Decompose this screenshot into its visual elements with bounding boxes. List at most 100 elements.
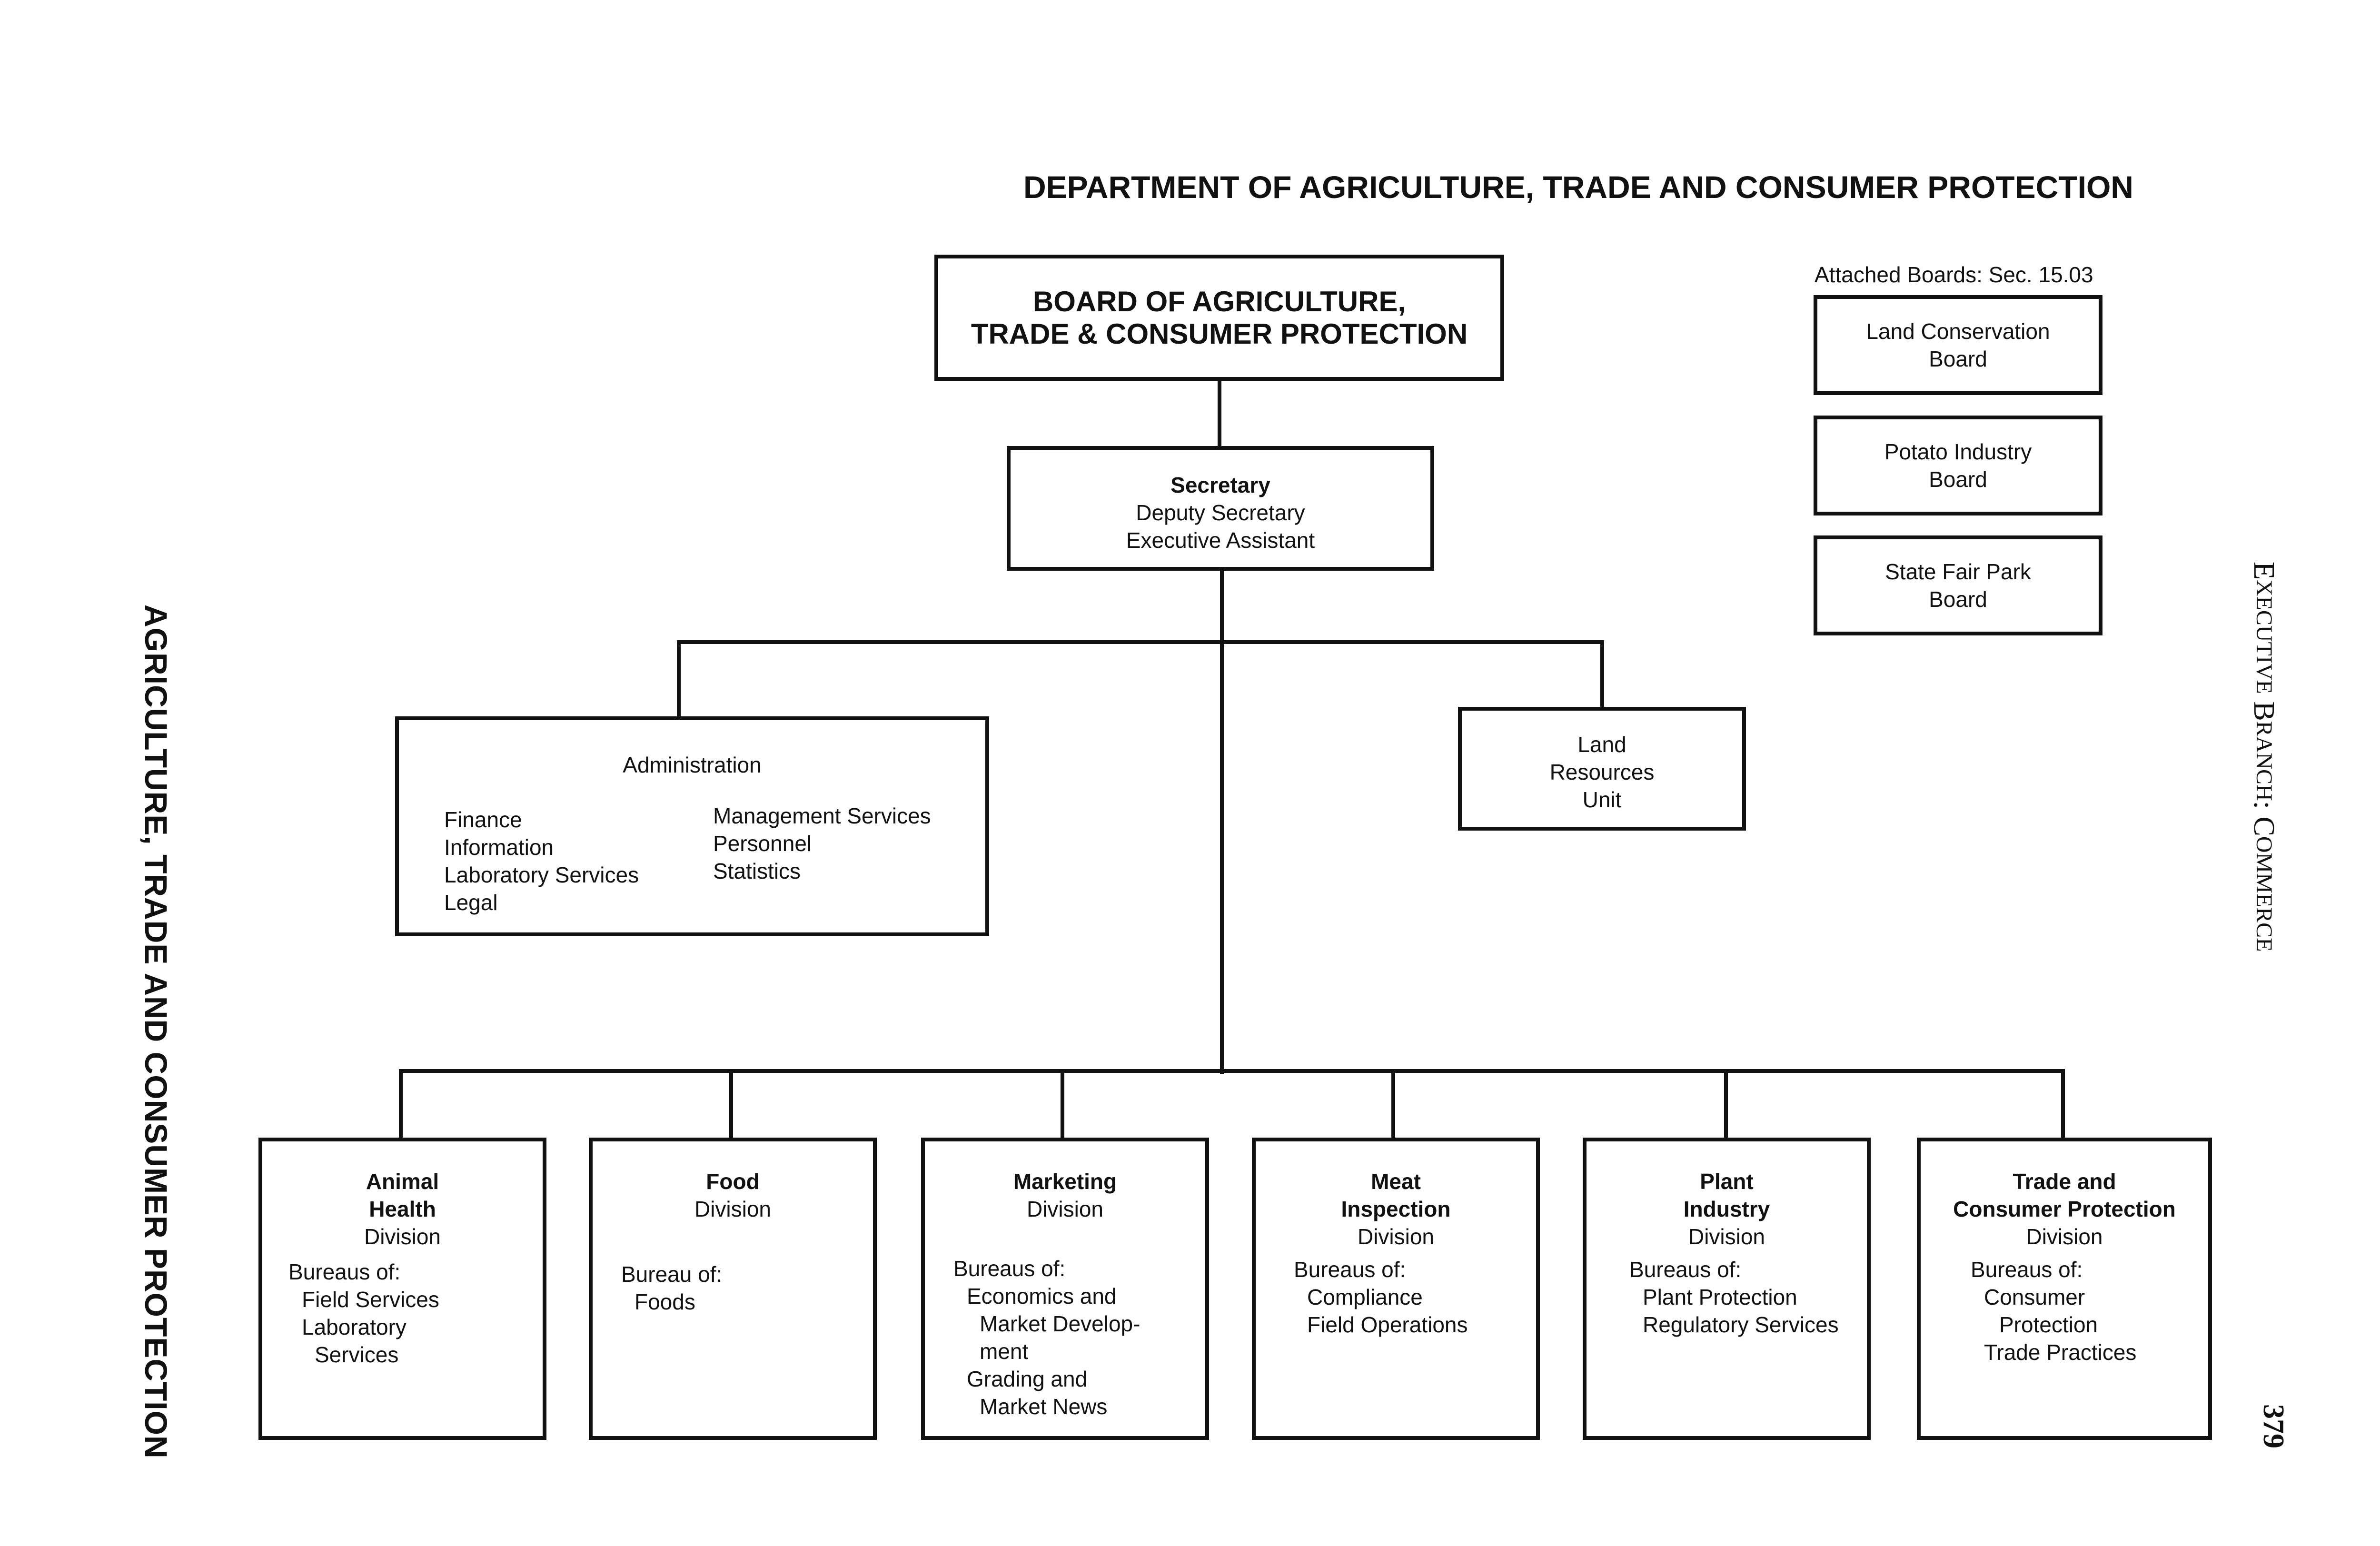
administration-title: Administration	[623, 753, 762, 777]
header-part: B	[2248, 694, 2280, 721]
division-heading: Meat Inspection Division	[1256, 1168, 1536, 1250]
page-number: 379	[2257, 1404, 2290, 1448]
bureau-item: Economics and	[967, 1284, 1117, 1308]
division-heading: Animal Health Division	[262, 1168, 543, 1250]
admin-unit: Laboratory Services	[444, 862, 639, 887]
left-running-header: AGRICULTURE, TRADE AND CONSUMER PROTECTI…	[139, 605, 174, 1459]
division-bureaus: Bureaus of: Economics and Market Develop…	[953, 1255, 1140, 1420]
division-heading: Trade and Consumer Protection Division	[1921, 1168, 2208, 1250]
bureau-item: Protection	[1999, 1312, 2098, 1337]
bureau-item: Field Operations	[1307, 1312, 1468, 1337]
bureau-item: Compliance	[1307, 1285, 1423, 1309]
connector-trunk	[1220, 570, 1224, 1074]
administration-box: Administration Finance Information Labor…	[395, 716, 989, 936]
bureaus-label: Bureau of:	[621, 1262, 723, 1287]
division-plant-industry: Plant Industry Division Bureaus of: Plan…	[1583, 1138, 1871, 1440]
division-label: Division	[2026, 1224, 2103, 1249]
division-label: Division	[694, 1197, 772, 1221]
connector-div-1	[399, 1069, 403, 1140]
division-bureaus: Bureaus of: Plant Protection Regulatory …	[1629, 1256, 1839, 1338]
header-part: XECUTIVE	[2251, 579, 2277, 694]
administration-column-1: Finance Information Laboratory Services …	[444, 806, 639, 916]
bureau-item: Consumer	[1984, 1285, 2085, 1309]
admin-unit: Personnel	[713, 831, 812, 856]
board-line-2: TRADE & CONSUMER PROTECTION	[971, 317, 1468, 350]
connector-div-3	[1061, 1069, 1064, 1140]
admin-unit: Information	[444, 835, 554, 860]
administration-column-2: Management Services Personnel Statistics	[713, 802, 931, 885]
admin-unit: Management Services	[713, 803, 931, 828]
division-name: Health	[369, 1197, 436, 1221]
attached-board-land-conservation: Land Conservation Board	[1814, 295, 2102, 395]
division-meat-inspection: Meat Inspection Division Bureaus of: Com…	[1252, 1138, 1540, 1440]
connector-upper-horizontal	[677, 640, 1604, 644]
division-label: Division	[1688, 1224, 1765, 1249]
division-name: Marketing	[1013, 1169, 1117, 1194]
attached-boards-label: Attached Boards: Sec. 15.03	[1815, 262, 2093, 287]
admin-unit: Legal	[444, 890, 498, 915]
secretary-title: Secretary	[1170, 473, 1270, 497]
division-name: Food	[706, 1169, 760, 1194]
connector-div-4	[1391, 1069, 1395, 1140]
division-marketing: Marketing Division Bureaus of: Economics…	[921, 1138, 1209, 1440]
division-heading: Food Division	[593, 1168, 873, 1223]
bureau-item: Foods	[635, 1289, 695, 1314]
header-part: E	[2248, 562, 2280, 580]
bureaus-label: Bureaus of:	[288, 1259, 401, 1284]
connector-div-2	[729, 1069, 733, 1140]
header-part: OMMERCE	[2251, 836, 2277, 952]
bureaus-label: Bureaus of:	[1629, 1257, 1742, 1282]
division-animal-health: Animal Health Division Bureaus of: Field…	[258, 1138, 546, 1440]
attached-board-line-2: Board	[1929, 587, 1987, 612]
right-running-header: EXECUTIVE BRANCH: COMMERCE	[2247, 562, 2281, 952]
division-name: Animal	[366, 1169, 439, 1194]
land-resources-line-1: Land	[1577, 732, 1626, 757]
land-resources-box: Land Resources Unit	[1458, 707, 1746, 831]
division-bureaus: Bureaus of: Consumer Protection Trade Pr…	[1971, 1256, 2136, 1366]
connector-div-6	[2061, 1069, 2065, 1140]
bureau-item: Grading and	[967, 1367, 1088, 1391]
attached-board-line-1: State Fair Park	[1885, 559, 2031, 584]
connector-lower-horizontal	[399, 1069, 2065, 1073]
bureau-item: Field Services	[302, 1287, 439, 1312]
division-bureaus: Bureaus of: Compliance Field Operations	[1294, 1256, 1468, 1338]
bureaus-label: Bureaus of:	[1971, 1257, 2083, 1282]
division-name: Inspection	[1341, 1197, 1451, 1221]
bureaus-label: Bureaus of:	[1294, 1257, 1406, 1282]
admin-unit: Finance	[444, 807, 522, 832]
bureau-item: Trade Practices	[1984, 1340, 2137, 1365]
bureau-item: Market Develop-	[980, 1311, 1140, 1336]
attached-board-line-2: Board	[1929, 467, 1987, 492]
division-trade-consumer-protection: Trade and Consumer Protection Division B…	[1917, 1138, 2212, 1440]
bureau-item: Market News	[980, 1394, 1108, 1419]
division-label: Division	[364, 1224, 441, 1249]
division-food: Food Division Bureau of: Foods	[589, 1138, 877, 1440]
secretary-line-2: Deputy Secretary	[1136, 500, 1305, 525]
division-name: Meat	[1371, 1169, 1421, 1194]
connector-to-land-resources	[1600, 640, 1604, 708]
division-label: Division	[1026, 1197, 1104, 1221]
board-line-1: BOARD OF AGRICULTURE,	[1032, 285, 1406, 317]
attached-board-potato-industry: Potato Industry Board	[1814, 416, 2102, 515]
secretary-line-3: Executive Assistant	[1126, 528, 1315, 553]
bureau-item: Regulatory Services	[1643, 1312, 1839, 1337]
connector-to-admin	[677, 640, 681, 717]
division-heading: Plant Industry Division	[1587, 1168, 1867, 1250]
attached-board-line-1: Potato Industry	[1884, 439, 2032, 464]
header-part: RANCH	[2251, 721, 2277, 801]
bureau-item: Laboratory	[302, 1315, 407, 1339]
bureaus-label: Bureaus of:	[953, 1256, 1066, 1281]
division-name: Trade and	[2013, 1169, 2116, 1194]
division-bureaus: Bureaus of: Field Services Laboratory Se…	[288, 1258, 439, 1368]
admin-unit: Statistics	[713, 859, 801, 883]
connector-div-5	[1724, 1069, 1728, 1140]
land-resources-line-2: Resources	[1549, 760, 1655, 784]
division-heading: Marketing Division	[925, 1168, 1205, 1223]
page-title: DEPARTMENT OF AGRICULTURE, TRADE AND CON…	[1023, 169, 2133, 205]
header-part: : C	[2248, 801, 2280, 836]
division-label: Division	[1357, 1224, 1435, 1249]
division-name: Industry	[1683, 1197, 1770, 1221]
bureau-item: Services	[315, 1342, 399, 1367]
division-bureaus: Bureau of: Foods	[621, 1260, 722, 1316]
division-name: Plant	[1700, 1169, 1754, 1194]
